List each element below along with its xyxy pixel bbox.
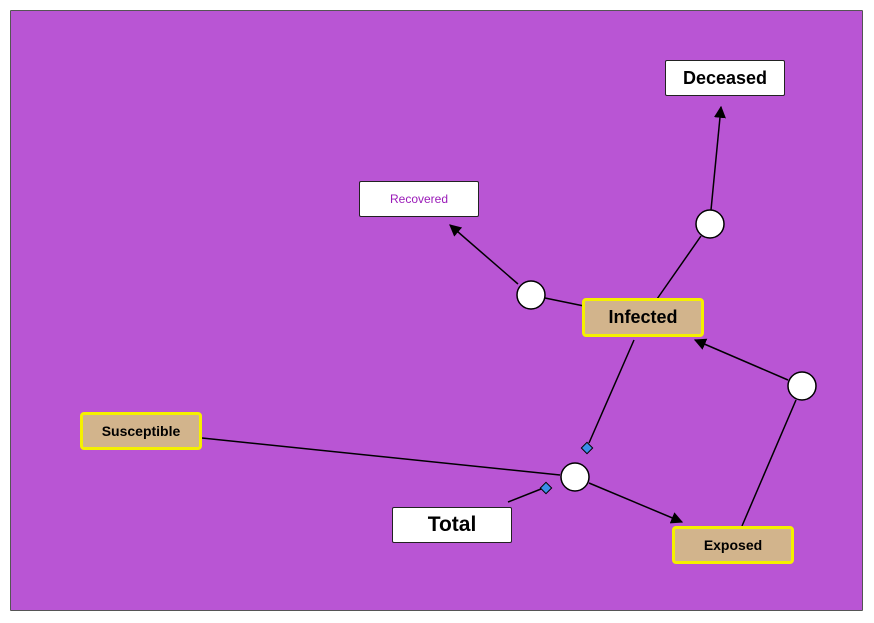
node-exposed[interactable]: Exposed [672, 526, 794, 564]
modifier-total-line [507, 488, 542, 503]
process-node-exposure[interactable] [560, 462, 590, 492]
edge-process-to-recovered [449, 224, 519, 285]
node-deceased[interactable]: Deceased [665, 60, 785, 96]
node-total[interactable]: Total [392, 507, 512, 543]
process-node-infection[interactable] [787, 371, 817, 401]
node-susceptible[interactable]: Susceptible [80, 412, 202, 450]
node-infected[interactable]: Infected [582, 298, 704, 337]
process-node-recovered[interactable] [516, 280, 546, 310]
modifier-infected-diamond [580, 441, 594, 455]
edge-infected-to-process-recovered [544, 297, 585, 307]
edge-susceptible-to-process-exposed [201, 437, 561, 476]
edge-exposed-to-process-infected [741, 399, 797, 527]
edge-infected-to-process-deceased [656, 235, 702, 300]
node-recovered[interactable]: Recovered [359, 181, 479, 217]
edge-process-to-exposed [588, 482, 684, 524]
modifier-infected-line [588, 339, 635, 444]
modifier-total-diamond [539, 481, 553, 495]
edge-process-to-infected [693, 338, 789, 381]
process-node-deceased[interactable] [695, 209, 725, 239]
edge-process-to-deceased [710, 105, 726, 211]
